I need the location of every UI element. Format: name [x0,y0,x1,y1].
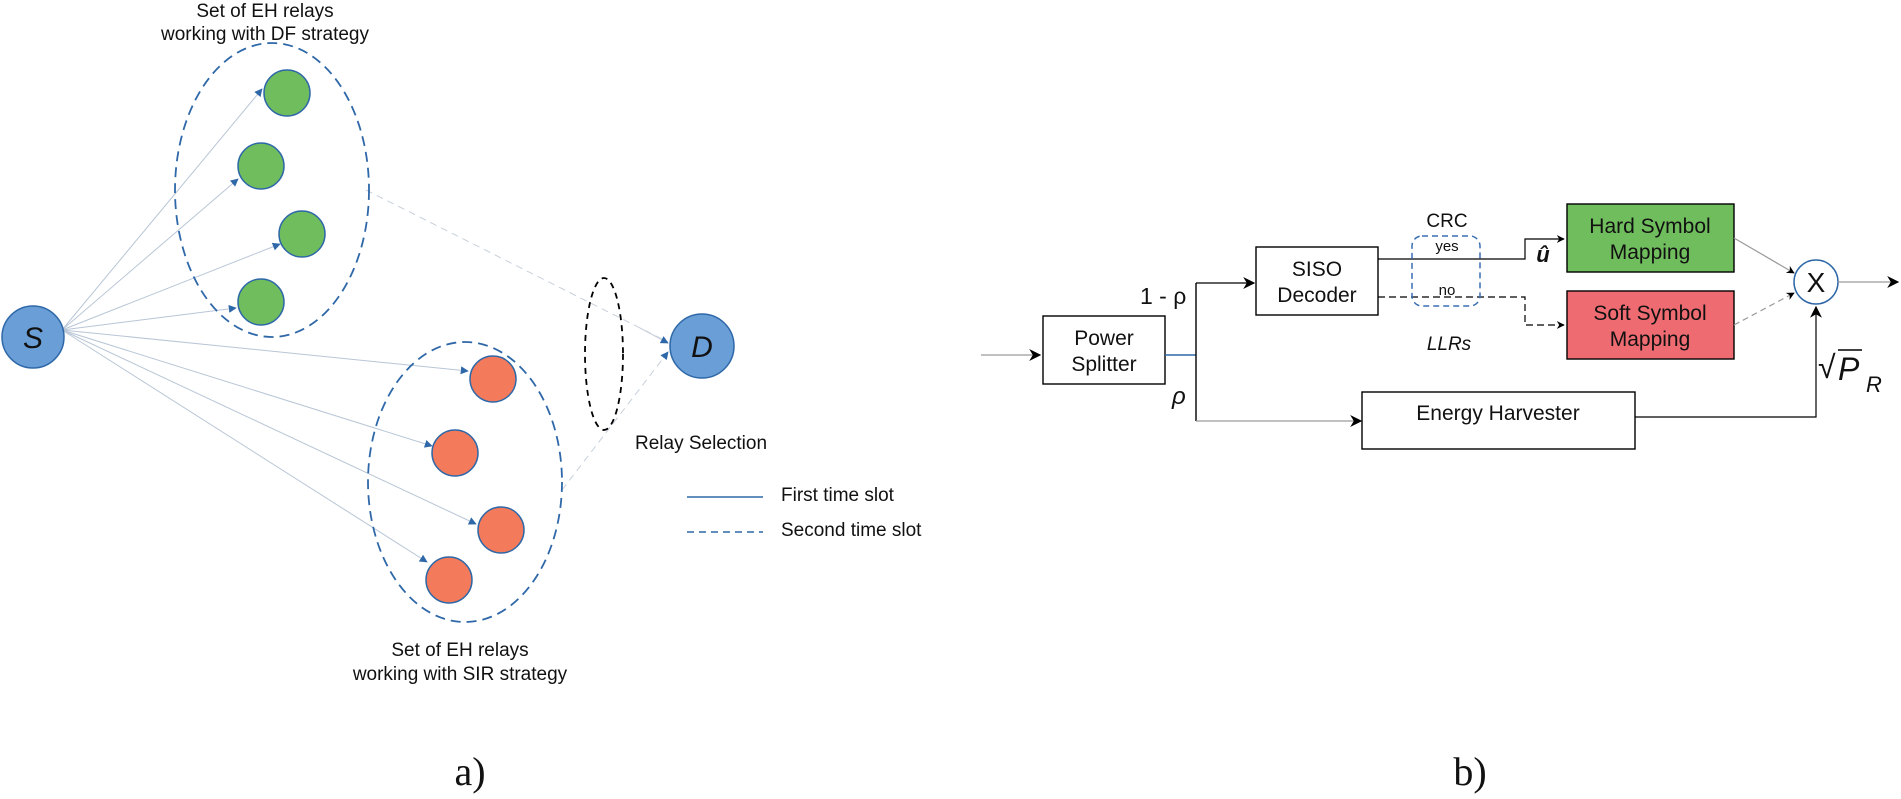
soft-line2: Mapping [1610,328,1691,351]
multiplier-label: X [1807,267,1826,298]
source-label: S [23,322,43,355]
siso-line2: Decoder [1277,284,1356,307]
power-subscript: R [1866,372,1882,397]
link-s-df1 [61,88,263,331]
caption-b: b) [1453,749,1486,794]
power-splitter-line1: Power [1074,327,1134,350]
df-group-ellipse [174,42,370,338]
soft-symbol-block [1566,290,1735,360]
no-label: no [1439,282,1456,299]
legend-second-label: Second time slot [781,520,922,541]
link-s-sir4 [61,329,428,563]
energy-harvester-block [1361,391,1636,450]
energy-harvester-label: Energy Harvester [1416,402,1579,425]
no-path [1378,296,1565,329]
siso-line1: SISO [1292,258,1342,281]
sir-group-ellipse [367,341,563,623]
link-s-df3 [61,242,281,331]
caption-a: a) [454,749,485,794]
hard-line2: Mapping [1610,241,1691,264]
power-symbol: P [1838,351,1860,387]
df-relay-3 [278,210,326,258]
power-label: √ P R [1818,349,1882,397]
yes-path [1378,235,1565,260]
link-df-d [365,189,669,343]
hard-symbol-block [1566,203,1735,273]
source-node [1,305,65,369]
link-s-df4 [61,304,237,331]
soft-line1: Soft Symbol [1593,302,1706,325]
u-hat-label: û [1536,242,1550,267]
power-splitter-block [1042,315,1166,385]
crc-box [1411,235,1481,307]
siso-decoder-block [1255,246,1379,316]
llrs-label: LLRs [1427,334,1472,355]
power-splitter-line2: Splitter [1071,353,1136,376]
one-minus-rho-label: 1 - ρ [1140,283,1186,309]
relay-selection-label: Relay Selection [635,433,767,454]
link-s-sir2 [61,329,433,448]
sir-relay-2 [431,429,479,477]
link-s-df2 [61,178,239,331]
df-relay-2 [237,142,285,190]
harvester-to-mult [1635,305,1822,418]
hard-line1: Hard Symbol [1589,215,1710,238]
sir-relay-1 [469,355,517,403]
sir-group-title-line2: working with SIR strategy [352,664,568,685]
destination-node [669,313,735,379]
hard-to-mult [1733,237,1795,274]
panel-a: S D Set of EH relays working with DF str… [1,1,922,794]
sqrt-symbol: √ [1818,349,1836,385]
df-group-title-line2: working with DF strategy [160,24,370,45]
yes-label: yes [1435,238,1458,255]
link-s-sir3 [61,329,477,525]
first-slot-links [61,88,477,563]
df-relay-4 [237,278,285,326]
rho-label: ρ [1171,383,1186,410]
sir-relay-3 [477,506,525,554]
link-s-sir1 [61,329,469,375]
sir-relay-4 [425,556,473,604]
second-slot-links [365,189,669,491]
df-group-title-line1: Set of EH relays [196,1,333,22]
soft-to-mult [1733,292,1795,326]
legend: First time slot Second time slot [687,485,922,541]
df-relay-1 [263,69,311,117]
link-sir-d [561,351,669,491]
link-df-d-head [639,327,669,344]
sir-group-title-line1: Set of EH relays [391,640,528,661]
destination-label: D [691,331,713,364]
panel-b: Power Splitter 1 - ρ ρ SISO Decoder CRC … [981,203,1900,794]
crc-label: CRC [1426,211,1467,232]
relay-selection-ellipse [584,277,624,431]
legend-first-label: First time slot [781,485,895,506]
